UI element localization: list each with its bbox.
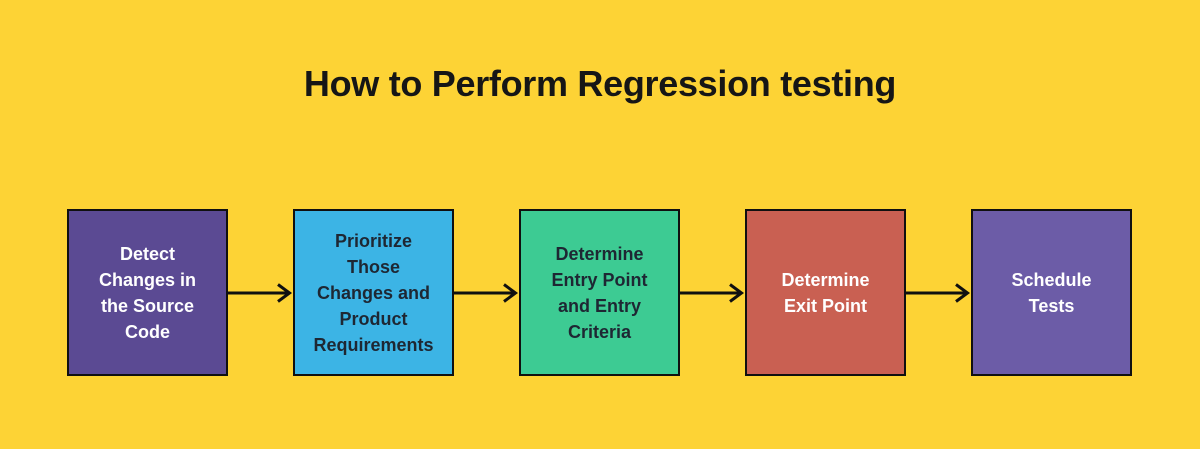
page-title: How to Perform Regression testing <box>303 63 897 104</box>
arrow-right-icon <box>906 282 971 303</box>
arrow-right-icon <box>228 282 293 303</box>
flow-step-detect-changes: Detect Changes in the Source Code <box>67 209 228 376</box>
flow-connector-1 <box>228 209 293 376</box>
flow-step-exit-point: Determine Exit Point <box>745 209 906 376</box>
flow-step-prioritize-changes: Prioritize Those Changes and Product Req… <box>293 209 454 376</box>
flow-step-entry-point: Determine Entry Point and Entry Criteria <box>519 209 680 376</box>
arrow-right-icon <box>680 282 745 303</box>
arrow-right-icon <box>454 282 519 303</box>
flow-connector-2 <box>454 209 519 376</box>
flow-row: Detect Changes in the Source Code Priori… <box>67 209 1132 376</box>
flow-step-schedule-tests: Schedule Tests <box>971 209 1132 376</box>
flow-connector-3 <box>680 209 745 376</box>
flow-connector-4 <box>906 209 971 376</box>
